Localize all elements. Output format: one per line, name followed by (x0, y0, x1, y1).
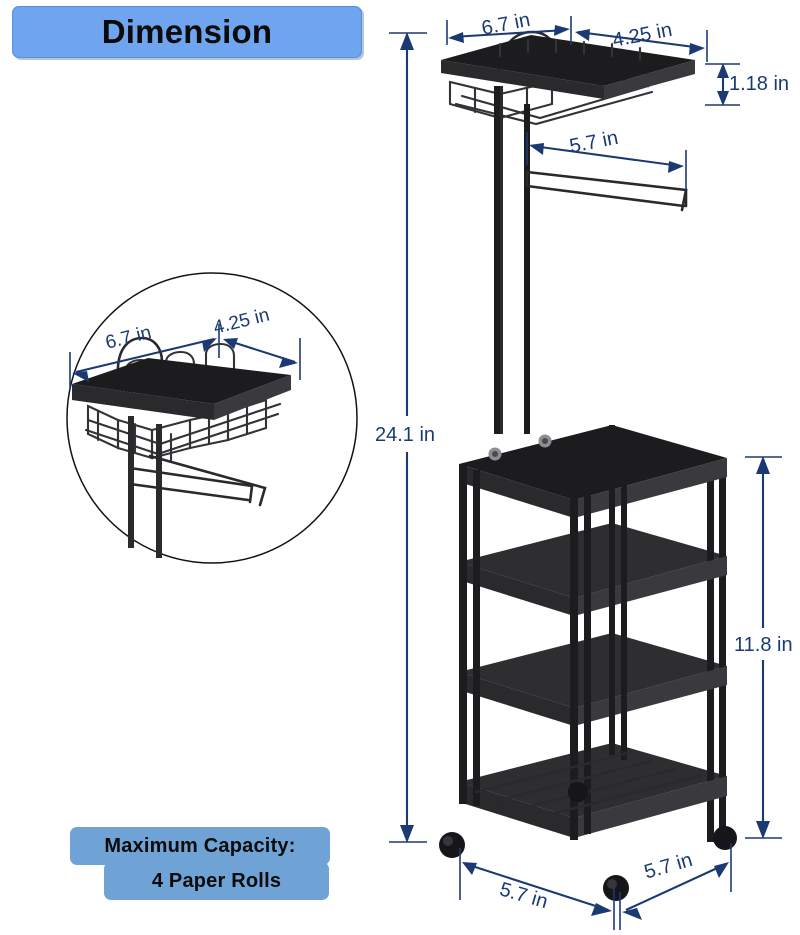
capacity-value-badge: 4 Paper Rolls (104, 862, 329, 900)
dimline-base-right (619, 843, 732, 930)
dimline-base-left (459, 848, 615, 930)
label-top-basket-height: 1.18 in (729, 73, 790, 95)
dimension-title-badge: Dimension (12, 6, 362, 58)
dimline-total-height (389, 32, 427, 843)
dimline-basket-height (705, 63, 740, 106)
dimline-towelbar (526, 132, 687, 190)
top-basket (441, 30, 695, 126)
capacity-title-badge: Maximum Capacity: (70, 827, 330, 865)
towel-bar (525, 170, 688, 212)
lower-cage (439, 425, 737, 901)
capacity-title-text: Maximum Capacity: (104, 834, 296, 857)
dimension-title-text: Dimension (101, 13, 273, 50)
dimline-cage-height (745, 456, 782, 839)
inset-detail (66, 272, 358, 564)
dimline-top-width (575, 29, 708, 62)
label-cage-height: 11.8 in (734, 634, 793, 656)
label-total-height: 24.1 in (375, 424, 436, 446)
dimline-top-length (446, 16, 572, 45)
capacity-value-text: 4 Paper Rolls (151, 869, 282, 892)
vertical-poles (494, 86, 530, 434)
